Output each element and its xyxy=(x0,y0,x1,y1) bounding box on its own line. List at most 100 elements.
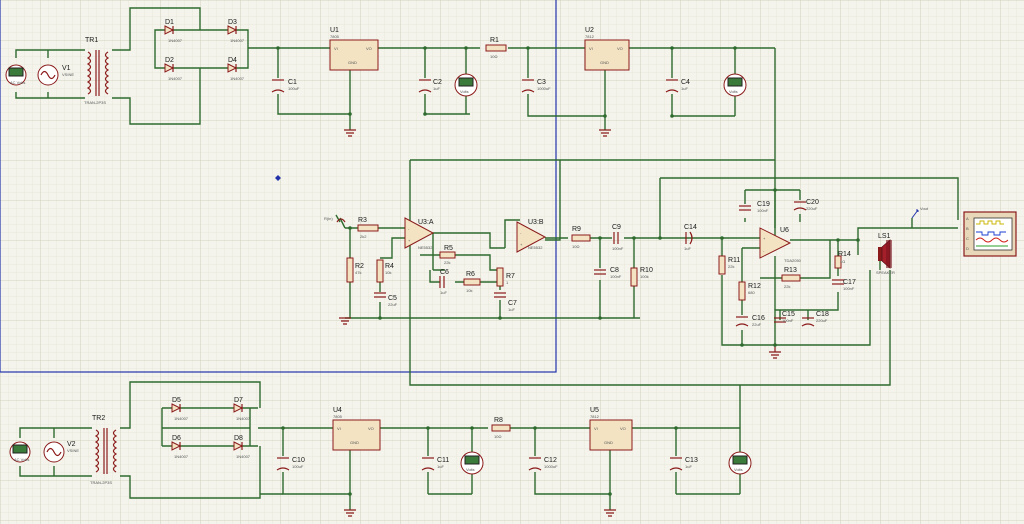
cursor-marker xyxy=(275,175,281,181)
speaker-ls1[interactable]: LS1 SPEAKER xyxy=(876,233,895,275)
svg-text:D2: D2 xyxy=(165,57,174,64)
diode-d8[interactable]: D8 1N4007 xyxy=(233,435,251,459)
svg-text:C9: C9 xyxy=(612,224,621,231)
diode-d2[interactable]: D2 1N4007 xyxy=(164,57,183,81)
transformer-tr1[interactable]: TR1 TRAN-2P3S xyxy=(84,37,110,105)
svg-text:7812: 7812 xyxy=(590,414,600,419)
regulator-u5[interactable]: VI VO GND U5 7812 xyxy=(589,407,633,451)
capacitor-c9[interactable]: C9 100nF xyxy=(612,224,624,251)
resistor-r13[interactable]: R13 22k xyxy=(781,267,801,289)
diode-d1[interactable]: D1 1N4007 xyxy=(164,19,183,43)
probe-vout[interactable]: Vout xyxy=(911,206,929,228)
svg-text:+: + xyxy=(520,242,523,247)
amplifier-u6[interactable]: + - U6 TDA2050 xyxy=(759,227,802,263)
resistor-r8[interactable]: R8 10Ω xyxy=(491,417,511,439)
capacitor-c3[interactable]: C3 1000uF xyxy=(521,79,551,93)
resistor-r2[interactable]: R2 47k xyxy=(346,257,364,283)
svg-text:D7: D7 xyxy=(234,397,243,404)
capacitor-c14[interactable]: C14 1uF xyxy=(684,224,697,251)
selection-box[interactable] xyxy=(0,0,557,373)
svg-text:NE5532: NE5532 xyxy=(418,245,433,250)
capacitor-c7[interactable]: C7 1uF xyxy=(494,292,517,312)
capacitor-c15[interactable]: C15 100nF xyxy=(774,311,795,323)
opamp-u3a[interactable]: - + U3:A NE5532 xyxy=(404,217,435,250)
capacitor-c13[interactable]: C13 1uF xyxy=(669,457,698,471)
vsine-source-v2[interactable]: V2 VSINE xyxy=(43,441,79,463)
svg-text:U4: U4 xyxy=(333,407,342,414)
svg-text:U1: U1 xyxy=(330,27,339,34)
svg-text:D6: D6 xyxy=(172,435,181,442)
capacitor-c20[interactable]: C20 220uF xyxy=(793,199,819,211)
resistor-r11[interactable]: R11 22k xyxy=(718,255,740,275)
dc-voltmeter-1[interactable]: Volts xyxy=(454,73,478,97)
svg-text:100uF: 100uF xyxy=(292,464,304,469)
svg-text:VI: VI xyxy=(337,426,341,431)
resistor-r14[interactable]: R14 1Ω xyxy=(834,251,851,269)
dc-voltmeter-3[interactable]: Volts xyxy=(460,451,484,475)
dc-voltmeter-4[interactable]: Volts xyxy=(728,451,752,475)
svg-text:47k: 47k xyxy=(355,270,361,275)
capacitor-c10[interactable]: C10 100uF xyxy=(276,457,305,471)
svg-text:22k: 22k xyxy=(784,284,790,289)
oscilloscope[interactable]: A B C D xyxy=(963,211,1017,257)
svg-text:680: 680 xyxy=(748,290,755,295)
resistor-r4[interactable]: R4 10k xyxy=(376,259,394,283)
capacitor-c4[interactable]: C4 1uF xyxy=(665,79,690,93)
capacitor-c17[interactable]: C17 100nF xyxy=(832,279,856,291)
svg-text:R7: R7 xyxy=(506,273,515,280)
resistor-r10[interactable]: R10 100k xyxy=(630,267,653,287)
ground-symbol-2 xyxy=(599,129,611,137)
vsine-source-v1[interactable]: V1 VSINE xyxy=(37,64,74,86)
svg-text:2k2: 2k2 xyxy=(360,234,367,239)
ac-voltmeter-1[interactable]: AC Volts xyxy=(5,64,27,86)
svg-text:TDA2050: TDA2050 xyxy=(784,258,802,263)
resistor-r1[interactable]: R1 10Ω xyxy=(485,37,507,59)
capacitor-c18[interactable]: C18 220uF xyxy=(801,311,829,327)
resistor-r3[interactable]: R3 2k2 xyxy=(357,217,379,239)
resistor-r6[interactable]: R6 10k xyxy=(463,271,481,293)
input-terminal-rin[interactable]: R(in) xyxy=(324,216,346,223)
svg-text:LS1: LS1 xyxy=(878,233,891,240)
diode-d3[interactable]: D3 1N4007 xyxy=(227,19,245,43)
opamp-u3b[interactable]: - + U3:B NE5532 xyxy=(516,219,547,253)
resistor-r5[interactable]: R5 22k xyxy=(439,245,456,265)
svg-text:U6: U6 xyxy=(780,227,789,234)
svg-text:10k: 10k xyxy=(466,288,472,293)
ac-voltmeter-2[interactable]: AC Volts xyxy=(9,441,31,463)
svg-text:R8: R8 xyxy=(494,417,503,424)
svg-text:1N4007: 1N4007 xyxy=(236,416,251,421)
capacitor-c5[interactable]: C5 22uF xyxy=(374,292,398,307)
capacitor-c6[interactable]: C6 1uF xyxy=(439,269,449,295)
svg-text:+: + xyxy=(763,236,766,241)
diode-d4[interactable]: D4 1N4007 xyxy=(227,57,245,81)
svg-text:VSINE: VSINE xyxy=(67,448,79,453)
svg-text:1: 1 xyxy=(506,280,509,285)
svg-text:10Ω: 10Ω xyxy=(494,434,501,439)
svg-text:R11: R11 xyxy=(728,257,740,264)
resistor-r9[interactable]: R9 10Ω xyxy=(571,226,591,249)
dc-voltmeter-2[interactable]: Volts xyxy=(723,73,747,97)
capacitor-c2[interactable]: C2 1uF xyxy=(418,79,442,93)
capacitor-c8[interactable]: C8 100nF xyxy=(594,267,622,279)
svg-text:R14: R14 xyxy=(838,251,851,258)
capacitor-c11[interactable]: C11 1uF xyxy=(421,457,449,471)
svg-text:-: - xyxy=(408,226,410,231)
diode-d7[interactable]: D7 1N4007 xyxy=(233,397,251,421)
capacitor-c1[interactable]: C1 100uF xyxy=(271,79,300,93)
transformer-tr2[interactable]: TR2 TRAN-2P3S xyxy=(90,415,118,485)
regulator-u4[interactable]: VI VO GND U4 7805 xyxy=(332,407,381,451)
regulator-u2[interactable]: VI VO GND U2 7812 xyxy=(584,27,630,71)
resistor-r7[interactable]: R7 1 xyxy=(496,267,515,287)
capacitor-c12[interactable]: C12 1000uF xyxy=(528,457,558,471)
regulator-u1[interactable]: VI VO GND U1 7805 xyxy=(329,27,379,71)
svg-text:100nF: 100nF xyxy=(843,286,855,291)
svg-text:U3:A: U3:A xyxy=(418,219,434,226)
diode-d6[interactable]: D6 1N4007 xyxy=(171,435,189,459)
resistor-r12[interactable]: R12 680 xyxy=(738,281,761,301)
svg-text:GND: GND xyxy=(600,60,609,65)
capacitor-c19[interactable]: C19 100nF xyxy=(739,201,770,213)
diode-d5[interactable]: D5 1N4007 xyxy=(171,397,189,421)
svg-text:SPEAKER: SPEAKER xyxy=(876,270,895,275)
capacitor-c16[interactable]: C16 22uF xyxy=(735,315,765,327)
svg-text:D1: D1 xyxy=(165,19,174,26)
